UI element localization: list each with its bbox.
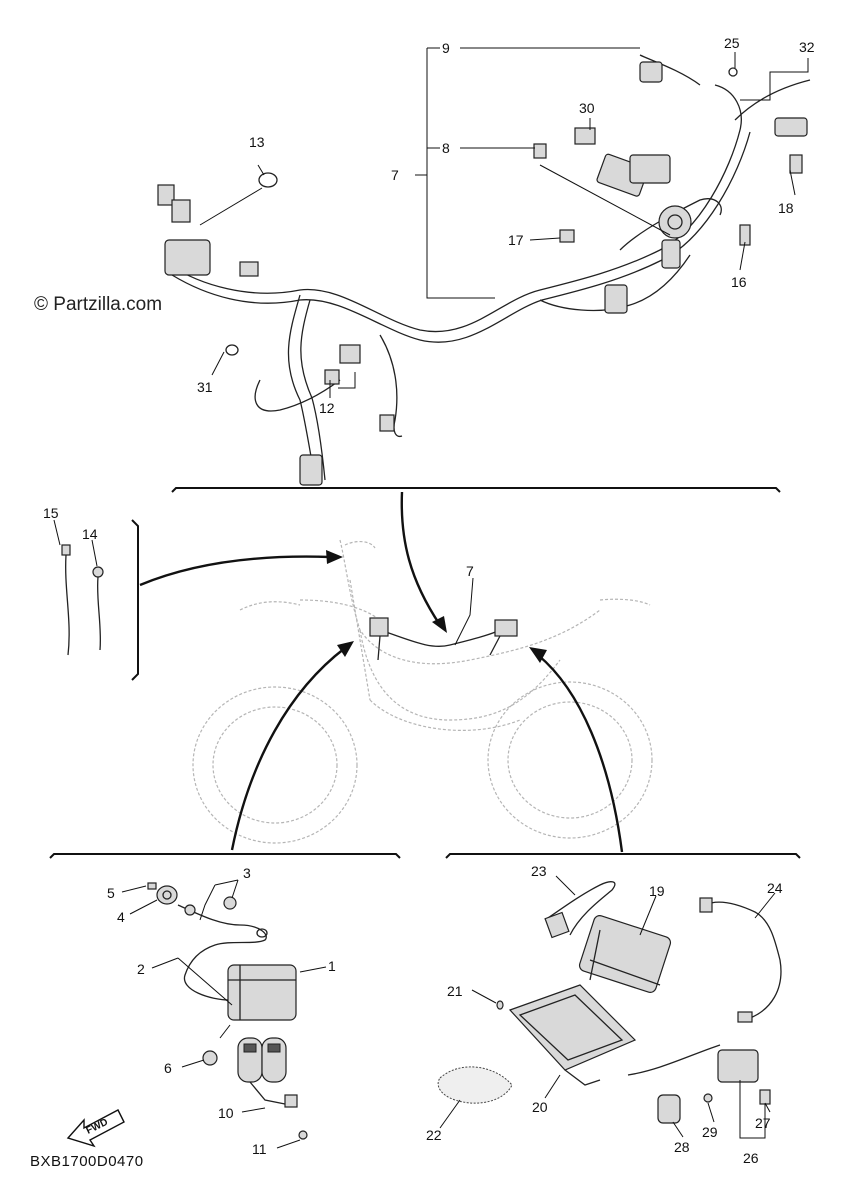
left-bracket — [131, 519, 139, 681]
arrow-bracket-to-bike — [139, 555, 331, 587]
bottom-left-divider — [49, 853, 401, 859]
callout-22: 22 — [426, 1127, 442, 1143]
callout-1: 1 — [328, 958, 336, 974]
bottom-right-divider — [445, 853, 801, 859]
arrow-bottom-right — [537, 654, 624, 853]
ecu-group — [437, 881, 782, 1124]
callout-28: 28 — [674, 1139, 690, 1155]
callout-21: 21 — [447, 983, 463, 999]
rectifier-group — [147, 882, 308, 1140]
callout-10: 10 — [218, 1105, 234, 1121]
diagram-code: BXB1700D0470 — [30, 1153, 144, 1170]
arrowhead-harness — [432, 616, 447, 633]
callout-17: 17 — [508, 232, 524, 248]
callout-5: 5 — [107, 885, 115, 901]
main-wire-harness — [157, 54, 811, 486]
callout-29: 29 — [702, 1124, 718, 1140]
callout-24: 24 — [767, 880, 783, 896]
callout-2: 2 — [137, 961, 145, 977]
leader-7-mid — [454, 577, 474, 646]
callout-12: 12 — [319, 400, 335, 416]
callout-labels: 9 8 7 25 32 30 18 17 16 13 31 12 15 14 7… — [43, 35, 815, 1166]
bottom-left-leaders — [121, 879, 327, 1149]
callout-18: 18 — [778, 200, 794, 216]
arrowhead-bottom-left — [337, 641, 354, 657]
bottom-right-leaders — [439, 875, 776, 1139]
arrow-bottom-left — [230, 647, 346, 851]
callout-7-top: 7 — [391, 167, 399, 183]
callout-4: 4 — [117, 909, 125, 925]
callout-3: 3 — [243, 865, 251, 881]
callout-15: 15 — [43, 505, 59, 521]
callout-23: 23 — [531, 863, 547, 879]
callout-8: 8 — [442, 140, 450, 156]
arrowhead-bracket — [326, 550, 343, 564]
top-section-divider — [171, 487, 781, 493]
cable-ties — [61, 544, 104, 656]
fwd-arrow-icon: FWD — [66, 1109, 125, 1148]
callout-27: 27 — [755, 1115, 771, 1131]
callout-32: 32 — [799, 39, 815, 55]
leader-14 — [91, 539, 98, 567]
callout-20: 20 — [532, 1099, 548, 1115]
callout-31: 31 — [197, 379, 213, 395]
callout-14: 14 — [82, 526, 98, 542]
callout-13: 13 — [249, 134, 265, 150]
callout-26: 26 — [743, 1150, 759, 1166]
callout-25: 25 — [724, 35, 740, 51]
top-leaders — [199, 47, 809, 398]
watermark-text: © Partzilla.com — [34, 294, 162, 315]
callout-7-mid: 7 — [466, 563, 474, 579]
callout-30: 30 — [579, 100, 595, 116]
callout-6: 6 — [164, 1060, 172, 1076]
callout-11: 11 — [252, 1141, 267, 1157]
callout-19: 19 — [649, 883, 665, 899]
arrowhead-bottom-right — [529, 647, 547, 663]
callout-9: 9 — [442, 40, 450, 56]
arrow-harness-to-bike — [400, 491, 441, 626]
motorcycle-outline — [192, 539, 653, 844]
callout-16: 16 — [731, 274, 747, 290]
harness-on-bike — [369, 617, 518, 661]
leader-15 — [53, 519, 61, 546]
